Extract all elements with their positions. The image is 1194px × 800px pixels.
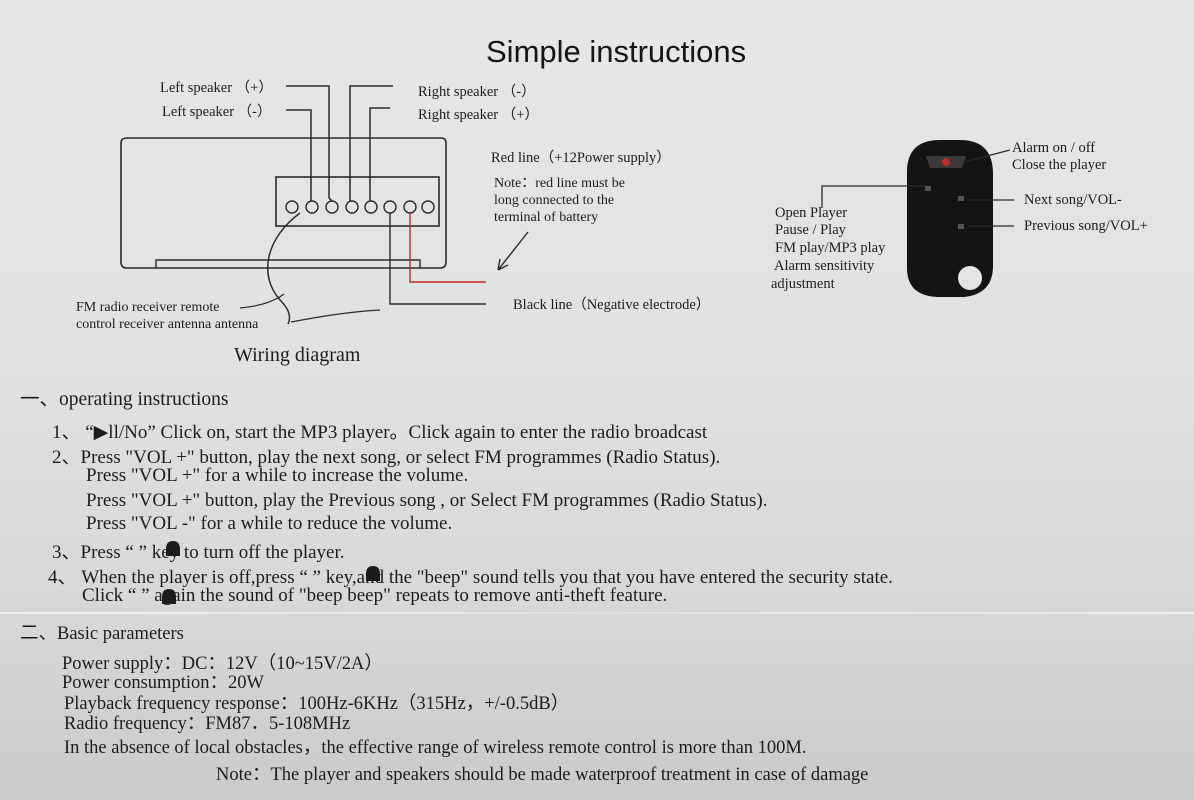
label-red-line: Red line（+12Power supply）	[491, 150, 671, 166]
operating-line-8: Click “ ” again the sound of "beep beep"…	[82, 585, 668, 606]
label-right-speaker-minus: Right speaker （-）	[418, 84, 536, 100]
label-note-3: terminal of battery	[494, 210, 599, 225]
label-black-line: Black line（Negative electrode）	[513, 297, 711, 313]
operating-line-7: 4、 When the player is off,press “ ” key,…	[48, 567, 893, 588]
red-power-wire	[409, 213, 486, 283]
remote-leaders	[821, 149, 1014, 227]
label-play-3: FM play/MP3 play	[775, 240, 886, 256]
page-title: Simple instructions	[486, 34, 747, 69]
param-power-supply: Power supply：DC：12V（10~15V/2A）	[62, 654, 383, 674]
label-play-2: Pause / Play	[775, 222, 846, 238]
parameters-heading: 二、Basic parameters	[20, 624, 184, 644]
label-antenna-2: control receiver antenna antenna	[76, 317, 259, 332]
black-negative-wire	[389, 213, 486, 305]
operating-line-5: Press "VOL -" for a while to reduce the …	[86, 513, 453, 534]
label-alarm-2: Close the player	[1012, 157, 1107, 173]
param-remote-range: In the absence of local obstacles，the ef…	[64, 738, 807, 758]
wiring-diagram-caption: Wiring diagram	[234, 344, 361, 366]
terminal-pins	[285, 200, 435, 214]
param-radio-frequency: Radio frequency：FM87．5-108MHz	[64, 714, 351, 734]
param-power-consumption: Power consumption：20W	[62, 673, 264, 693]
lock-key-icons	[162, 541, 380, 604]
antenna-leader	[239, 293, 285, 309]
label-play-4: Alarm sensitivity	[774, 258, 875, 274]
operating-line-3: Press "VOL +" for a while to increase th…	[86, 465, 469, 486]
player-body-outline	[120, 137, 447, 269]
operating-line-2: 2、Press "VOL +" button, play the next so…	[52, 447, 721, 468]
label-play-5: adjustment	[771, 276, 835, 292]
label-left-speaker-plus: Left speaker （+）	[160, 80, 273, 96]
label-left-speaker-minus: Left speaker （-）	[162, 104, 272, 120]
label-previous-song: Previous song/VOL+	[1024, 218, 1148, 234]
param-note: Note：The player and speakers should be m…	[216, 765, 869, 785]
antenna-wire	[266, 212, 301, 325]
operating-line-4: Press "VOL +" button, play the Previous …	[86, 490, 768, 511]
operating-line-6: 3、Press “ ” key to turn off the player.	[52, 542, 345, 563]
remote-fob	[907, 140, 993, 297]
label-right-speaker-plus: Right speaker （+）	[418, 107, 539, 123]
label-antenna-1: FM radio receiver remote	[76, 300, 220, 315]
paper-fold	[0, 612, 1194, 614]
label-note-2: long connected to the	[494, 193, 615, 208]
player-base-slot	[155, 259, 421, 268]
label-note-1: Note：red line must be	[494, 176, 626, 191]
param-frequency-response: Playback frequency response：100Hz-6KHz（3…	[64, 694, 570, 714]
connector-block	[275, 176, 440, 227]
label-alarm-1: Alarm on / off	[1012, 140, 1096, 156]
operating-heading: 一、operating instructions	[20, 389, 229, 410]
label-next-song: Next song/VOL-	[1024, 192, 1122, 208]
note-arrow	[497, 231, 529, 271]
label-play-1: Open Player	[775, 205, 848, 221]
operating-line-1: 1、 “▶ll/No” Click on, start the MP3 play…	[52, 422, 708, 443]
speaker-wires	[286, 85, 393, 202]
